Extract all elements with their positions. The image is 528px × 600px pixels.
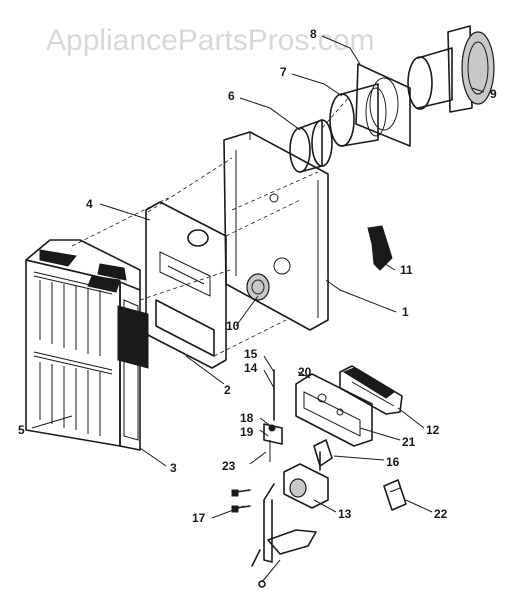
watermark: AppliancePartsPros.com	[46, 24, 374, 57]
part-1-back-housing	[223, 131, 329, 331]
part-3-cabinet-side	[117, 299, 149, 441]
callout-15: 15	[244, 347, 258, 361]
callout-19: 19	[240, 425, 254, 439]
part-17-screws	[231, 489, 251, 513]
part-12-burner	[339, 365, 403, 415]
part-6-vent-pipe	[289, 119, 333, 173]
part-8-vent-plate	[355, 63, 411, 147]
leader-lines	[31, 35, 485, 519]
assembly-guide-lines	[71, 95, 351, 357]
callout-14: 14	[244, 361, 258, 375]
part-4-heat-exchanger	[145, 201, 227, 369]
callout-18: 18	[240, 411, 254, 425]
callout-16: 16	[386, 455, 400, 469]
callout-13: 13	[338, 507, 352, 521]
part-22-control-knob	[383, 479, 407, 511]
callout-3: 3	[170, 461, 177, 475]
callout-2: 2	[224, 383, 231, 397]
callout-8: 8	[310, 27, 317, 41]
part-7-vent-collar	[329, 83, 387, 147]
callout-21: 21	[402, 435, 416, 449]
part-9-vent-terminal	[407, 25, 495, 113]
part-16-valve-pipe	[313, 439, 333, 471]
callout-10: 10	[226, 319, 240, 333]
part-18-pilot-assembly	[263, 369, 283, 462]
callout-7: 7	[280, 65, 287, 79]
callout-5: 5	[18, 423, 25, 437]
callout-labels: 8 7 9 6 4 11 1 10 2 5 3 15 14 20 18 19 1…	[18, 27, 497, 525]
callout-12: 12	[426, 423, 440, 437]
part-11-bracket	[367, 225, 393, 271]
part-21-burner-tray	[295, 373, 373, 447]
callout-23: 23	[222, 459, 236, 473]
callout-11: 11	[400, 263, 413, 277]
callout-9: 9	[490, 87, 497, 101]
callout-22: 22	[434, 507, 448, 521]
part-13-gas-valve	[251, 463, 329, 588]
callout-4: 4	[86, 197, 93, 211]
callout-17: 17	[192, 511, 206, 525]
callout-20: 20	[298, 365, 312, 379]
callout-1: 1	[402, 305, 409, 319]
callout-6: 6	[228, 89, 235, 103]
